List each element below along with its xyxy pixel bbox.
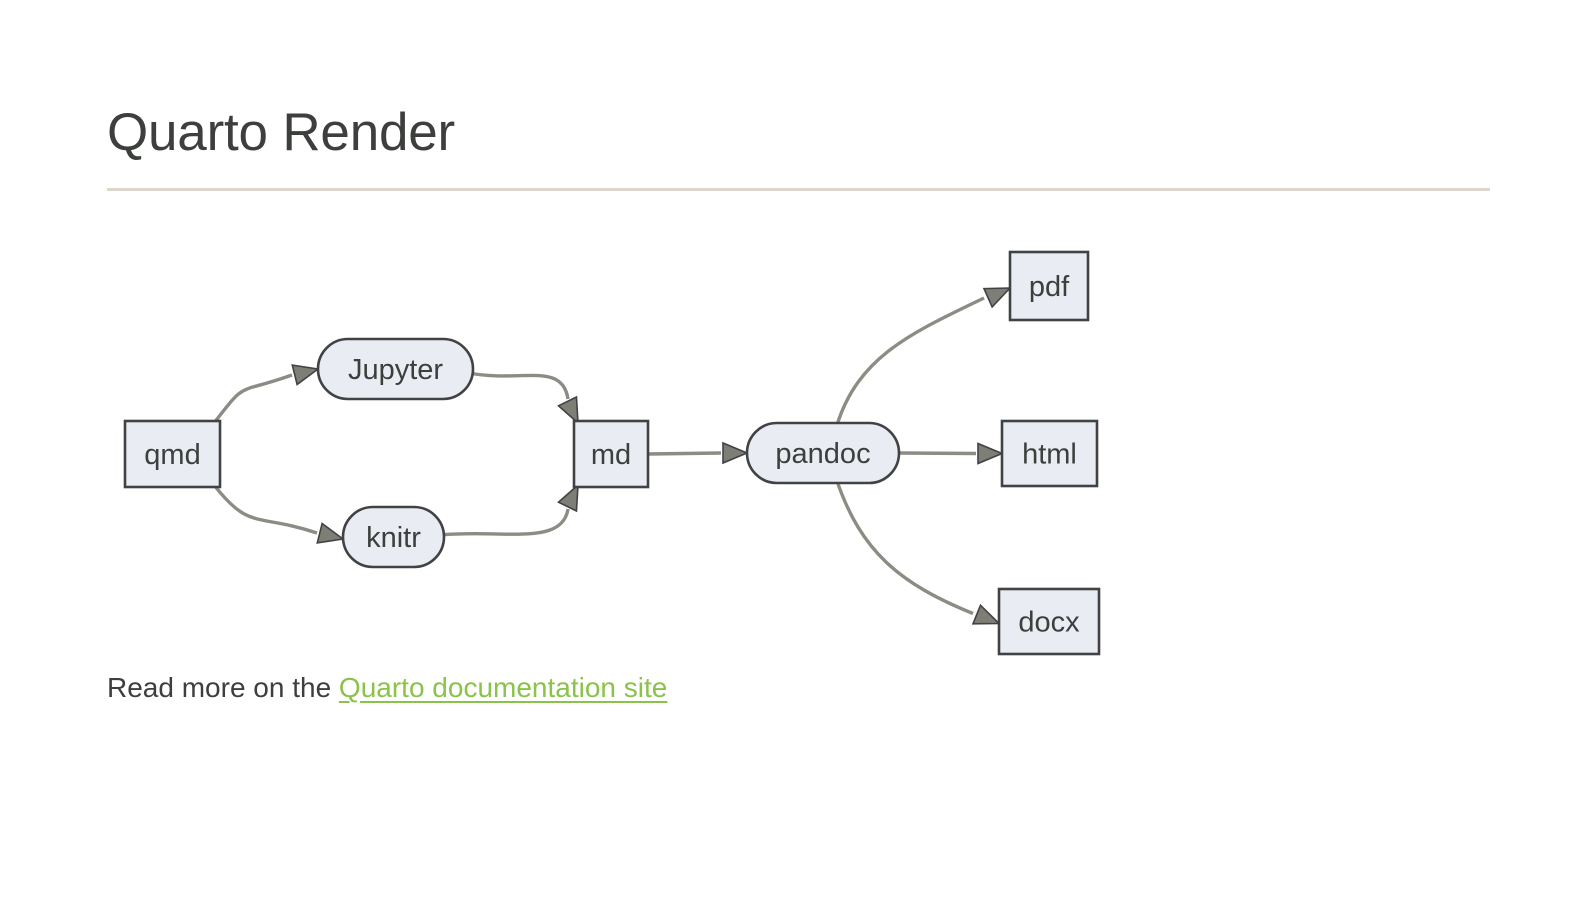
quarto-render-flowchart: qmd Jupyter knitr md pandoc pdf html docx: [107, 233, 1490, 663]
title-divider: [107, 188, 1490, 192]
edge-md-pandoc: [647, 451, 722, 456]
quarto-documentation-link[interactable]: Quarto documentation site: [338, 672, 668, 704]
flow-node-shape-knitr: [341, 505, 446, 569]
flow-node-shape-jupyter: [316, 337, 475, 401]
read-more-paragraph: Read more on the Quarto documentation si…: [107, 663, 1490, 707]
flow-node-pandoc: pandoc: [745, 421, 901, 485]
flow-node-shape-qmd: [123, 419, 222, 489]
flow-node-label-jupyter: Jupyter: [348, 354, 443, 386]
flow-node-label-md: md: [591, 439, 631, 471]
page-title: Quarto Render: [107, 103, 455, 162]
arrowhead-pandoc-html: [977, 442, 1005, 465]
arrowhead-md-pandoc: [722, 442, 750, 465]
edge-pandoc-docx: [835, 480, 974, 616]
flowchart-edges: [212, 287, 1012, 625]
flow-node-shape-md: [572, 419, 650, 489]
edge-qmd-jupyter: [212, 373, 293, 425]
flow-node-label-html: html: [1022, 439, 1077, 471]
edge-knitr-md: [439, 508, 570, 537]
read-more-lead-text: Read more on the: [107, 672, 339, 704]
flow-node-label-qmd: qmd: [144, 439, 200, 471]
flow-node-shape-pdf: [1008, 250, 1090, 322]
flow-node-shape-html: [1000, 419, 1099, 488]
flow-node-label-pdf: pdf: [1029, 271, 1070, 303]
flow-node-shape-pandoc: [745, 421, 901, 485]
flow-node-knitr: knitr: [341, 505, 446, 569]
flow-node-docx: docx: [997, 587, 1101, 656]
flow-node-html: html: [1000, 419, 1099, 488]
edge-pandoc-pdf: [835, 296, 985, 426]
edge-qmd-knitr: [212, 484, 318, 535]
arrowhead-jupyter-md: [557, 396, 579, 426]
content-column: Quarto Render qmd Jupyter knitr md pandoc pdf…: [107, 0, 1490, 707]
arrowhead-pandoc-docx: [971, 604, 1001, 625]
flow-node-pdf: pdf: [1008, 250, 1090, 322]
arrowhead-qmd-knitr: [316, 522, 346, 545]
arrowhead-qmd-jupyter: [291, 364, 321, 387]
flow-node-shape-docx: [997, 587, 1101, 656]
edge-jupyter-md: [468, 371, 570, 400]
flow-node-label-knitr: knitr: [366, 522, 421, 554]
flow-node-label-pandoc: pandoc: [775, 438, 870, 470]
arrowhead-knitr-md: [557, 483, 579, 513]
edge-pandoc-html: [898, 451, 977, 456]
flow-node-qmd: qmd: [123, 419, 222, 489]
flowchart-nodes: qmd Jupyter knitr md pandoc pdf html docx: [123, 250, 1101, 656]
flow-node-jupyter: Jupyter: [316, 337, 475, 401]
flow-node-label-docx: docx: [1018, 607, 1080, 639]
arrowhead-pandoc-pdf: [982, 287, 1012, 309]
flow-node-md: md: [572, 419, 650, 489]
flowchart-svg: qmd Jupyter knitr md pandoc pdf html docx: [123, 250, 1101, 656]
